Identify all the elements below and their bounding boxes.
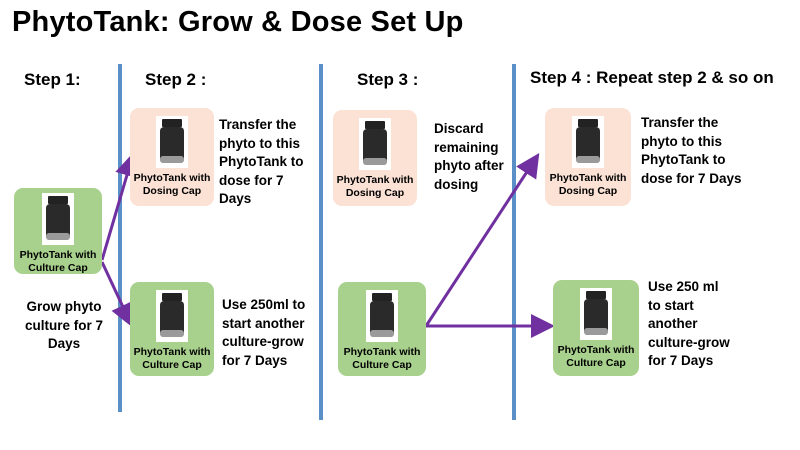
step1-heading: Step 1: — [24, 70, 81, 89]
card-label: PhytoTank with Culture Cap — [19, 249, 97, 274]
diagram-title: PhytoTank: Grow & Dose Set Up — [12, 6, 464, 38]
step3-heading: Step 3 : — [357, 70, 419, 89]
card-step2-culture-tank: PhytoTank with Culture Cap — [130, 282, 214, 376]
card-step4-dosing-tank: PhytoTank with Dosing Cap — [545, 108, 631, 206]
note-step4-grow: Use 250 ml to start another culture-grow… — [648, 279, 730, 368]
phytotank-jar-icon — [572, 116, 604, 168]
arrow-step1-to-step2-culture — [100, 261, 134, 328]
card-step4-culture-tank: PhytoTank with Culture Cap — [553, 280, 639, 376]
card-label: PhytoTank with Dosing Cap — [133, 172, 211, 197]
phytotank-jar-icon — [366, 290, 398, 342]
note-step2-grow: Use 250ml to start another culture-grow … — [222, 297, 306, 368]
card-step2-dosing-tank: PhytoTank with Dosing Cap — [130, 108, 214, 206]
note-step1-grow: Grow phyto culture for 7 Days — [24, 299, 103, 351]
card-label: PhytoTank with Culture Cap — [343, 346, 421, 371]
phytotank-jar-icon — [156, 116, 188, 168]
card-step1-culture-tank: PhytoTank with Culture Cap — [14, 188, 102, 274]
card-label: PhytoTank with Culture Cap — [133, 346, 211, 371]
phytotank-jar-icon — [42, 193, 74, 245]
step2-heading: Step 2 : — [145, 70, 207, 89]
step4-heading: Step 4 : Repeat step 2 & so on — [530, 68, 774, 87]
note-step3-discard: Discard remaining phyto after dosing — [434, 121, 504, 192]
card-step3-culture-tank: PhytoTank with Culture Cap — [338, 282, 426, 376]
arrow-step3-to-step4-dosing — [424, 152, 540, 327]
card-label: PhytoTank with Culture Cap — [557, 344, 635, 369]
divider-step1-step2 — [118, 64, 122, 412]
card-step3-dosing-tank: PhytoTank with Dosing Cap — [333, 110, 417, 206]
phytotank-jar-icon — [156, 290, 188, 342]
phytotank-jar-icon — [580, 288, 612, 340]
note-step2-dose: Transfer the phyto to this PhytoTank to … — [219, 117, 304, 206]
card-label: PhytoTank with Dosing Cap — [549, 172, 627, 197]
phytotank-jar-icon — [359, 118, 391, 170]
divider-step3-step4 — [512, 64, 516, 420]
note-step4-dose: Transfer the phyto to this PhytoTank to … — [641, 115, 742, 186]
card-label: PhytoTank with Dosing Cap — [336, 174, 414, 199]
divider-step2-step3 — [319, 64, 323, 420]
arrow-step1-to-step2-dosing — [100, 152, 139, 261]
